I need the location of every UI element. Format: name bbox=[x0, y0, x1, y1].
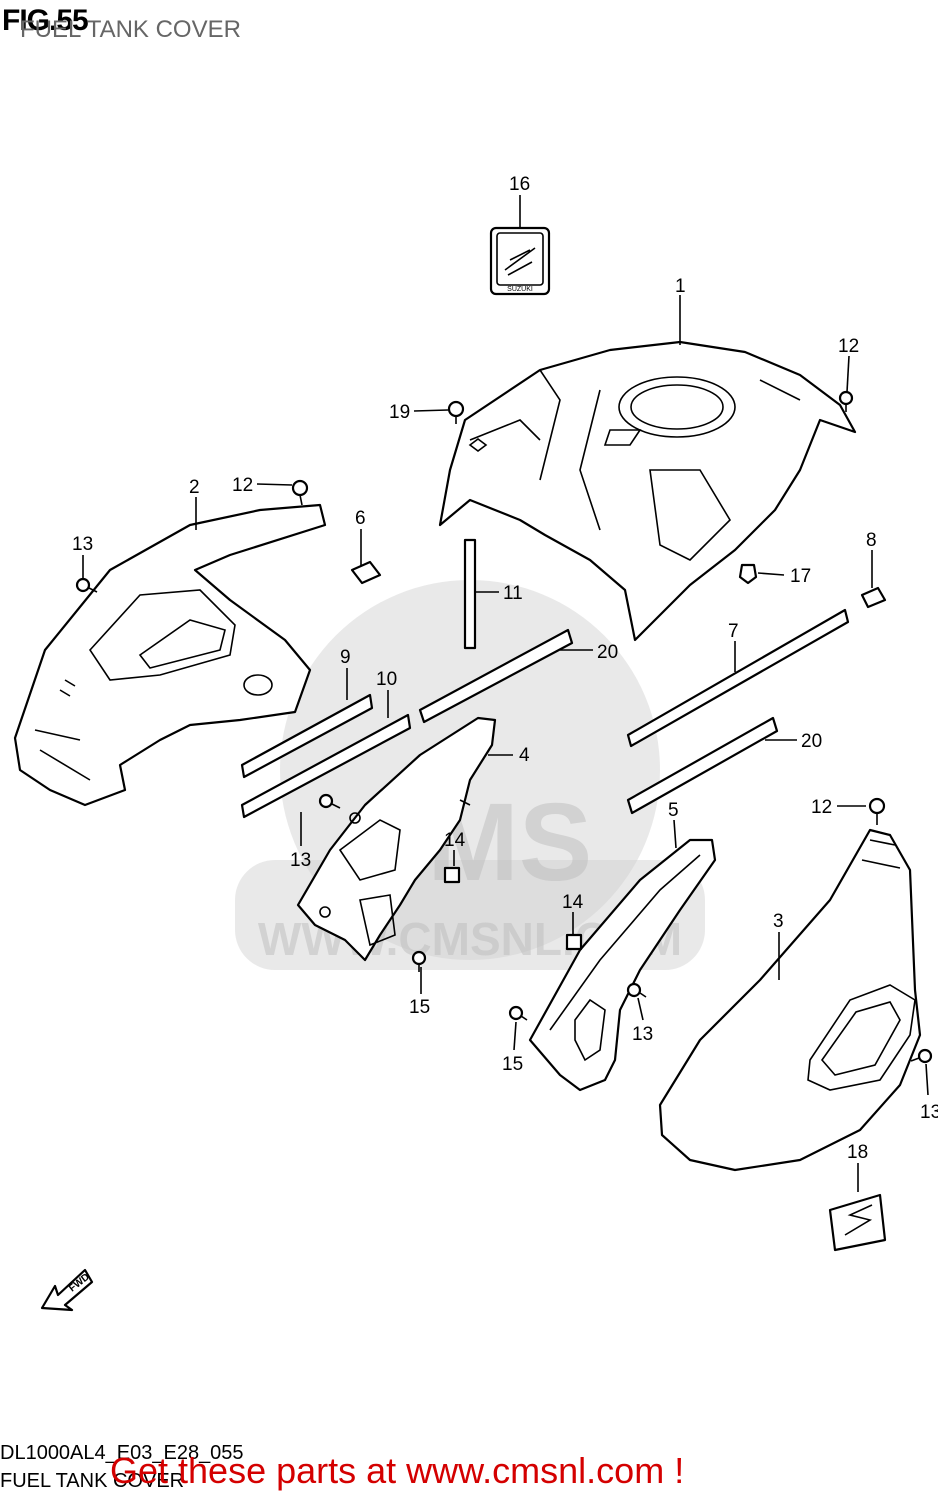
callout-numbers: 16 1 12 19 2 12 13 6 8 11 17 20 7 9 10 4… bbox=[72, 174, 938, 1163]
callout-12: 12 bbox=[811, 797, 832, 818]
callout-17: 17 bbox=[790, 566, 811, 587]
nut-14-upper[interactable] bbox=[443, 866, 461, 884]
rivet-19[interactable] bbox=[447, 400, 465, 424]
part-1-tank-cover[interactable] bbox=[438, 340, 857, 642]
bolt-13-mid[interactable] bbox=[318, 793, 341, 809]
nut-14-lower[interactable] bbox=[565, 933, 583, 951]
callout-2: 2 bbox=[189, 477, 200, 498]
callout-3: 3 bbox=[773, 911, 784, 932]
part-2-left-cover[interactable] bbox=[13, 503, 327, 807]
callout-10: 10 bbox=[376, 669, 397, 690]
callout-13: 13 bbox=[72, 534, 93, 555]
callout-13: 13 bbox=[632, 1024, 653, 1045]
callout-15: 15 bbox=[502, 1054, 523, 1075]
clip-17[interactable] bbox=[738, 563, 758, 585]
figure-title: FIG.55 bbox=[2, 4, 89, 37]
part-4-inner-panel[interactable] bbox=[296, 716, 497, 962]
part-18-decal[interactable] bbox=[828, 1193, 887, 1252]
bolt-12-left[interactable] bbox=[291, 479, 309, 506]
callout-11: 11 bbox=[503, 583, 523, 604]
callout-19: 19 bbox=[389, 402, 410, 423]
callout-9: 9 bbox=[340, 647, 351, 668]
callout-12: 12 bbox=[232, 475, 253, 496]
screw-15-left[interactable] bbox=[411, 950, 427, 972]
callout-4: 4 bbox=[519, 745, 530, 766]
callout-15: 15 bbox=[409, 997, 430, 1018]
diagram-code: DL1000AL4_E03_E28_055 bbox=[0, 1442, 244, 1464]
callout-6: 6 bbox=[355, 508, 366, 529]
callout-13: 13 bbox=[290, 850, 311, 871]
callout-14: 14 bbox=[562, 892, 584, 913]
fwd-arrow-icon: FWD bbox=[40, 1268, 94, 1312]
bolt-12-top-right[interactable] bbox=[838, 390, 854, 412]
callout-12: 12 bbox=[838, 336, 859, 357]
callout-14: 14 bbox=[444, 830, 466, 851]
leader-lines bbox=[82, 195, 929, 1192]
strip-7[interactable] bbox=[626, 608, 850, 748]
figure-subtitle: FUEL TANK COVER bbox=[20, 16, 241, 43]
part-8-pad[interactable] bbox=[860, 586, 887, 609]
bolt-13-left[interactable] bbox=[75, 577, 98, 593]
callout-1: 1 bbox=[675, 276, 686, 297]
callout-18: 18 bbox=[847, 1142, 868, 1163]
callout-20: 20 bbox=[801, 731, 822, 752]
bolt-13-right[interactable] bbox=[910, 1048, 933, 1064]
emblem-brand: SUZUKI bbox=[507, 286, 533, 293]
fasteners bbox=[75, 390, 933, 1064]
strip-20-upper[interactable] bbox=[418, 628, 574, 724]
bolt-12-right[interactable] bbox=[868, 797, 886, 825]
part-6-pad[interactable] bbox=[350, 560, 382, 585]
callout-16: 16 bbox=[509, 174, 530, 195]
part-5-inner-frame[interactable] bbox=[528, 838, 717, 1092]
get-parts-link[interactable]: Get these parts at www.cmsnl.com ! bbox=[110, 1450, 685, 1491]
screw-15-right[interactable] bbox=[508, 1005, 528, 1021]
strip-11[interactable] bbox=[463, 538, 477, 650]
strip-10[interactable] bbox=[240, 713, 412, 819]
strip-9[interactable] bbox=[240, 693, 374, 779]
callout-7: 7 bbox=[728, 621, 739, 642]
part-16-emblem[interactable]: SUZUKI bbox=[489, 226, 551, 296]
callout-8: 8 bbox=[866, 530, 877, 551]
strip-20-lower[interactable] bbox=[626, 716, 779, 815]
callout-5: 5 bbox=[668, 800, 679, 821]
callout-13: 13 bbox=[920, 1102, 938, 1123]
callout-20: 20 bbox=[597, 642, 618, 663]
diagram-name: FUEL TANK COVER bbox=[0, 1470, 185, 1492]
bolt-13-frame[interactable] bbox=[626, 982, 647, 998]
part-3-right-cover[interactable] bbox=[658, 828, 922, 1172]
